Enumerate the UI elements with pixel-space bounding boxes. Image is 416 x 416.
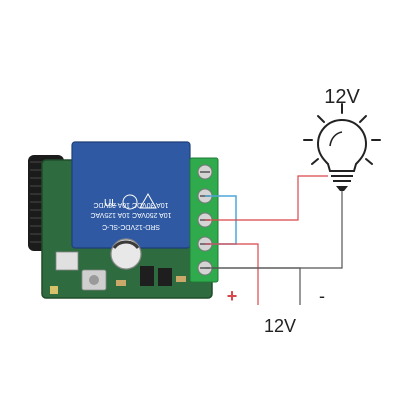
supply-negative-wire	[212, 267, 301, 305]
negative-terminal-label: -	[319, 286, 325, 306]
positive-terminal-label: +	[227, 286, 238, 306]
relay-model-text: SRD-12VDC-SL-C	[102, 223, 160, 230]
lamp-voltage-label: 12V	[324, 86, 360, 108]
transistor	[140, 266, 154, 286]
light-bulb-icon	[303, 103, 381, 191]
certification-marks-icon: UL	[104, 192, 157, 210]
light-rays-icon	[303, 103, 381, 165]
relay-rating-line-2: 10A 30VDC 10A 28VDC	[93, 201, 168, 208]
lamp-positive-wire	[205, 175, 328, 221]
capacitor	[110, 238, 142, 270]
supply-positive-wire	[205, 243, 259, 305]
relay-rating-line-1: 10A 250VAC 10A 125VAC	[90, 211, 171, 218]
relay: SRD-12VDC-SL-C 10A 250VAC 10A 125VAC 10A…	[71, 141, 191, 249]
smd-chip	[55, 251, 79, 271]
terminal-screw-1	[197, 164, 213, 180]
supply-voltage-label: 12V	[264, 316, 296, 336]
lamp-negative-wire	[205, 188, 343, 269]
svg-text:UL: UL	[104, 198, 117, 209]
